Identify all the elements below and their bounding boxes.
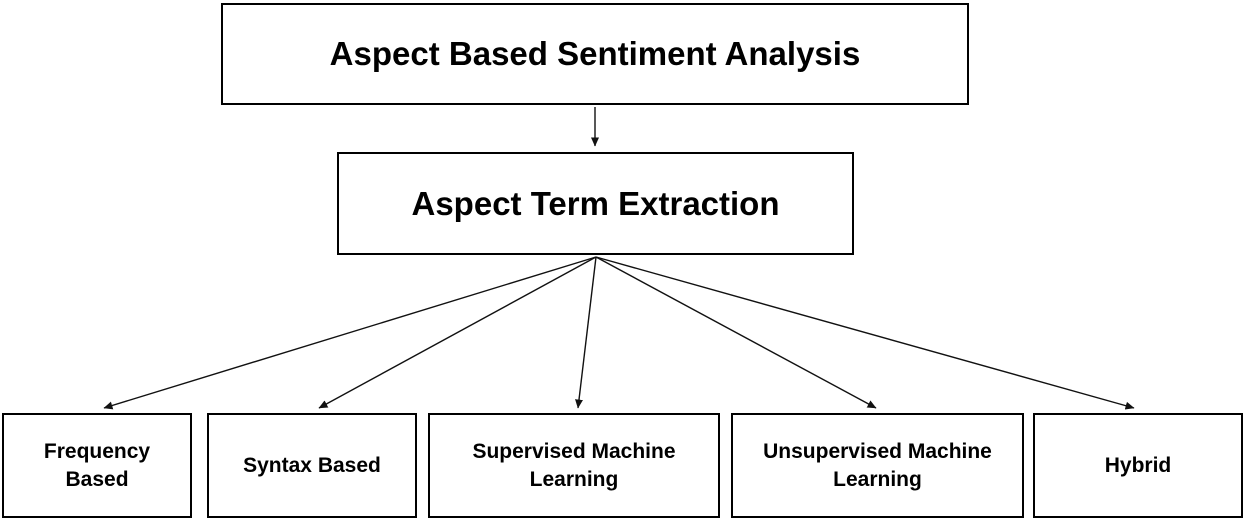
edge-to-frequency-based: [103, 256, 597, 410]
node-label: Supervised Machine Learning: [472, 439, 676, 491]
node-label: Aspect Term Extraction: [411, 184, 780, 222]
node-label: Unsupervised Machine Learning: [763, 439, 992, 491]
node-syntax-based: Syntax Based: [207, 413, 417, 518]
node-aspect-term-extraction: Aspect Term Extraction: [337, 152, 854, 255]
edge-to-supervised-machine-learning: [575, 256, 597, 409]
edge-to-hybrid: [595, 256, 1135, 410]
node-aspect-based-sentiment-analysis: Aspect Based Sentiment Analysis: [221, 3, 969, 105]
node-label: Frequency Based: [43, 439, 151, 491]
edge-to-unsupervised-machine-learning: [595, 256, 877, 409]
node-hybrid: Hybrid: [1033, 413, 1243, 518]
node-frequency-based: Frequency Based: [2, 413, 192, 518]
node-label: Syntax Based: [243, 453, 381, 477]
node-supervised-machine-learning: Supervised Machine Learning: [428, 413, 720, 518]
node-unsupervised-machine-learning: Unsupervised Machine Learning: [731, 413, 1024, 518]
edge-to-syntax-based: [318, 256, 597, 409]
node-label: Hybrid: [1104, 453, 1172, 477]
node-label: Aspect Based Sentiment Analysis: [329, 35, 861, 72]
